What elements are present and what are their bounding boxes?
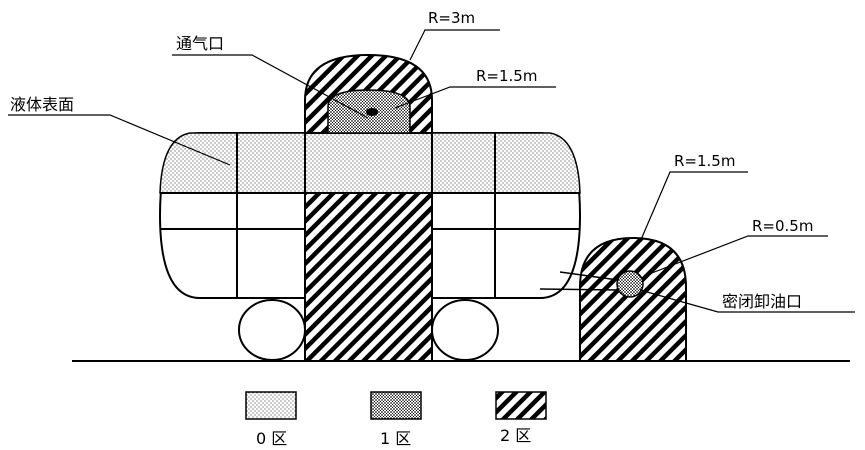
legend: 0 区 1 区 2 区: [245, 391, 547, 448]
zone1-unloading-circle: [616, 270, 644, 298]
wheel-left: [238, 299, 306, 361]
leader-lines: [8, 29, 855, 313]
legend-swatch-zone2: [495, 391, 547, 420]
label-vent: 通气口: [176, 34, 224, 53]
label-r-1-5m-right: R=1.5m: [674, 152, 735, 170]
wheel-right: [431, 299, 499, 361]
unloading-pipe: [539, 271, 619, 291]
legend-swatch-zone1: [370, 391, 422, 420]
legend-label-zone2: 2 区: [500, 426, 531, 445]
legend-label-zone1: 1 区: [380, 429, 411, 448]
zone2-column-bottom: [304, 192, 433, 362]
label-r-3m: R=3m: [428, 9, 475, 27]
zone2-unloading: [579, 236, 687, 362]
label-liquid-surface: 液体表面: [10, 95, 74, 114]
zone0-liquid-band: [159, 132, 581, 194]
label-r-1-5m-top: R=1.5m: [476, 67, 537, 85]
legend-swatch-zone0: [245, 391, 297, 420]
label-sealed-unloading: 密闭卸油口: [722, 292, 802, 311]
label-r-0-5m: R=0.5m: [752, 217, 813, 235]
vent-opening: [366, 108, 378, 116]
legend-label-zone0: 0 区: [256, 429, 287, 448]
